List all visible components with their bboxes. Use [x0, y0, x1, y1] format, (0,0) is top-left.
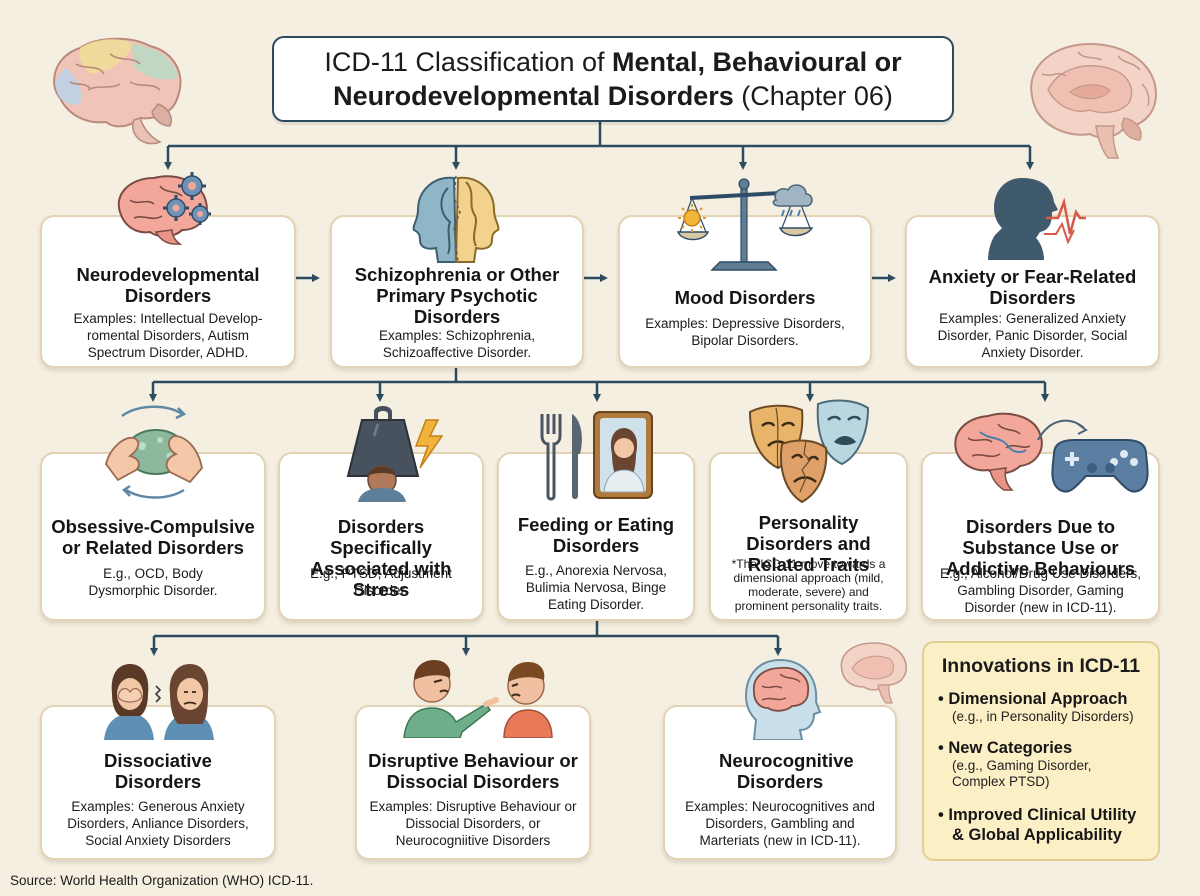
arguing-boys-icon	[403, 660, 553, 738]
card-title: Neurocognitive Disorders	[719, 750, 854, 792]
distressed-people-icon	[104, 664, 214, 740]
innovations-title: Innovations in ICD-11	[941, 655, 1141, 677]
title-line-2: Neurodevelopmental Disorders (Chapter 06…	[333, 79, 893, 113]
card-text: Examples: Schizophrenia, Schizoaffective…	[378, 328, 536, 360]
card-title: Obsessive-Compulsive or Related Disorder…	[51, 516, 255, 558]
card-text: Examples: Depressive Disorders, Bipolar …	[645, 316, 845, 348]
innovation-heading-text: Dimensional Approach	[948, 690, 1128, 708]
innovation-heading-text: New Categories	[948, 739, 1073, 757]
fork-knife-mirror-icon	[540, 411, 653, 501]
card-text: E.g., Alcohol/Drug Use Disorders, Gambli…	[939, 566, 1142, 615]
card-title: Schizophrenia or Other Primary Psychotic…	[354, 264, 560, 327]
card-title: Anxiety or Fear-Related Disorders	[928, 266, 1137, 308]
title-bold-text: Neurodevelopmental Disorders	[333, 81, 734, 111]
split-heads-icon	[412, 175, 500, 263]
head-brain-icon	[744, 658, 822, 740]
innovation-heading: • Dimensional Approach	[938, 690, 1128, 708]
card-text: Examples: Generous Anxiety Disorders, An…	[67, 799, 249, 848]
card-title: Disorders Specifically Associated with S…	[310, 516, 452, 600]
decorative-brain-left-icon	[53, 37, 182, 145]
washing-hands-icon	[105, 405, 203, 499]
card-title: Personality Disorders and Related Traits	[746, 512, 871, 575]
card-title: Disruptive Behaviour or Dissocial Disord…	[368, 750, 578, 792]
diagram-title: ICD-11 Classification of Mental, Behavio…	[272, 36, 954, 122]
title-plain-text: ICD-11 Classification of	[324, 47, 613, 77]
card-text: E.g., OCD, Body Dysmorphic Disorder.	[88, 566, 218, 598]
card-title: Disorders Due to Substance Use or Addict…	[945, 516, 1136, 579]
source-note: Source: World Health Organization (WHO) …	[10, 873, 314, 888]
card-text: Examples: Disruptive Behaviour or Dissoc…	[369, 799, 577, 848]
decorative-brain-right-icon	[1030, 42, 1158, 159]
innovation-item-clinical-utility: • Improved Clinical Utility & Global App…	[938, 805, 1150, 845]
weight-lightning-icon	[346, 406, 444, 502]
card-text: E.g., PTSD, Adjustment Disorder.	[310, 566, 452, 598]
scale-sun-cloud-icon	[676, 178, 814, 271]
masks-icon	[748, 399, 870, 504]
brain-gamepad-icon	[954, 412, 1149, 493]
card-text: Examples: Generalized Anxiety Disorder, …	[937, 311, 1128, 360]
innovation-item-dimensional: • Dimensional Approach (e.g., in Persona…	[938, 689, 1150, 725]
card-neurodevelopmental: Neurodevelopmental Disorders Examples: I…	[40, 215, 296, 368]
card-ocd: Obsessive-Compulsive or Related Disorder…	[40, 452, 266, 621]
card-eating: Feeding or Eating Disorders E.g., Anorex…	[497, 452, 695, 621]
title-plain-text: (Chapter 06)	[733, 81, 893, 111]
card-title: Dissociative Disorders	[104, 750, 212, 792]
innovations-box: Innovations in ICD-11 • Dimensional Appr…	[922, 641, 1160, 861]
card-text: Examples: Intellectual Develop-romental …	[73, 311, 263, 360]
card-title: Feeding or Eating Disorders	[517, 514, 675, 556]
innovation-item-new-categories: • New Categories (e.g., Gaming Disorder,…	[938, 738, 1150, 790]
card-text: E.g., Anorexia Nervosa, Bulimia Nervosa,…	[525, 563, 667, 612]
innovation-heading: • New Categories	[938, 739, 1073, 757]
card-title: Mood Disorders	[674, 287, 816, 308]
innovation-sub: (e.g., Gaming Disorder, Complex PTSD)	[952, 758, 1092, 789]
card-text: Examples: Neurocognitives and Disorders,…	[685, 799, 875, 848]
brain-gears-icon	[117, 172, 211, 245]
card-text: *The ICD-11 move towards a dimensional a…	[731, 557, 886, 613]
card-dissociative: Dissociative Disorders Examples: Generou…	[40, 705, 276, 860]
decorative-brain-small-icon	[840, 642, 907, 704]
title-line-1: ICD-11 Classification of Mental, Behavio…	[324, 45, 901, 79]
head-heartbeat-icon	[988, 178, 1086, 260]
innovation-sub: (e.g., in Personality Disorders)	[952, 709, 1134, 724]
card-schizophrenia: Schizophrenia or Other Primary Psychotic…	[330, 215, 584, 368]
innovation-heading: • Improved Clinical Utility & Global App…	[938, 806, 1137, 844]
card-anxiety: Anxiety or Fear-Related Disorders Exampl…	[905, 215, 1160, 368]
card-title: Neurodevelopmental Disorders	[76, 264, 260, 306]
innovation-heading-text: Improved Clinical Utility & Global Appli…	[948, 806, 1137, 844]
title-bold-text: Mental, Behavioural or	[612, 47, 902, 77]
